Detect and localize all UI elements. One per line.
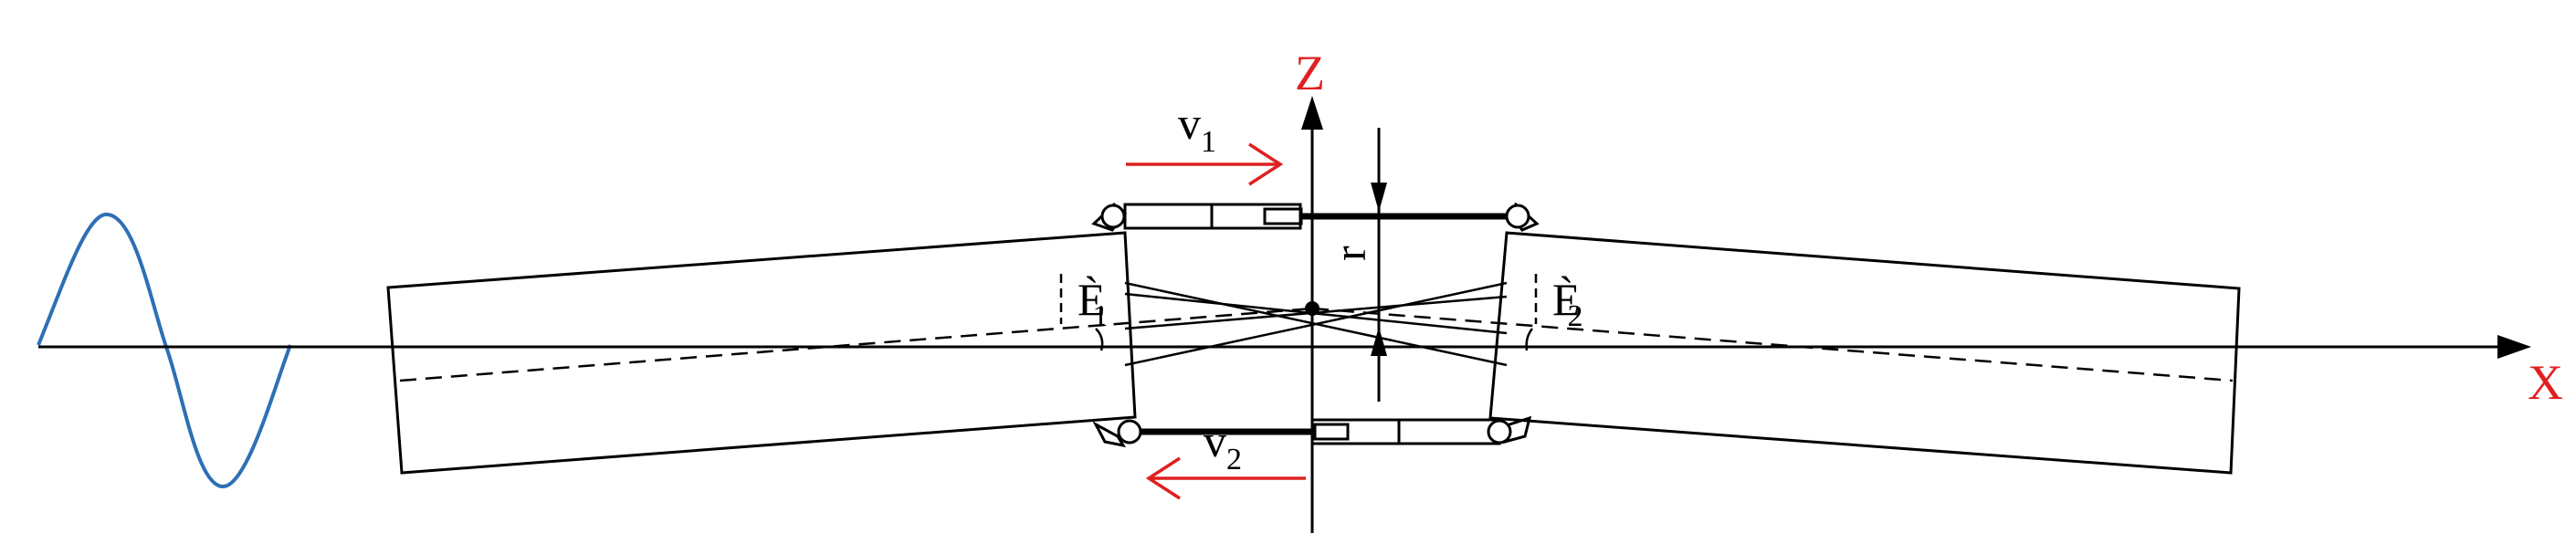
theta2-label: È2	[1552, 274, 1583, 333]
x-axis-label: X	[2528, 355, 2563, 410]
angle-marks	[1059, 274, 1538, 351]
z-axis-label: Z	[1295, 46, 1325, 100]
v1-arrow	[1126, 142, 1284, 186]
pin-joints	[1091, 202, 1540, 448]
left-centerline	[399, 307, 1313, 382]
radius-dimension	[1371, 128, 1387, 402]
joint-cross-lines	[1124, 281, 1508, 367]
joint-center	[1305, 301, 1320, 316]
wave-signal	[37, 213, 292, 488]
top-actuator	[1123, 203, 1519, 230]
right-centerline	[1311, 307, 2234, 382]
x-axis-arrowhead	[2497, 335, 2531, 359]
bottom-actuator	[1130, 418, 1501, 445]
z-axis-arrowhead	[1301, 96, 1323, 130]
v1-label: v1	[1178, 98, 1216, 159]
v2-arrow	[1145, 456, 1306, 500]
left-beam	[386, 231, 1137, 475]
v2-label: v2	[1204, 415, 1242, 476]
right-beam	[1488, 231, 2241, 475]
radius-label: r	[1324, 246, 1375, 261]
theta1-label: È1	[1078, 274, 1109, 333]
